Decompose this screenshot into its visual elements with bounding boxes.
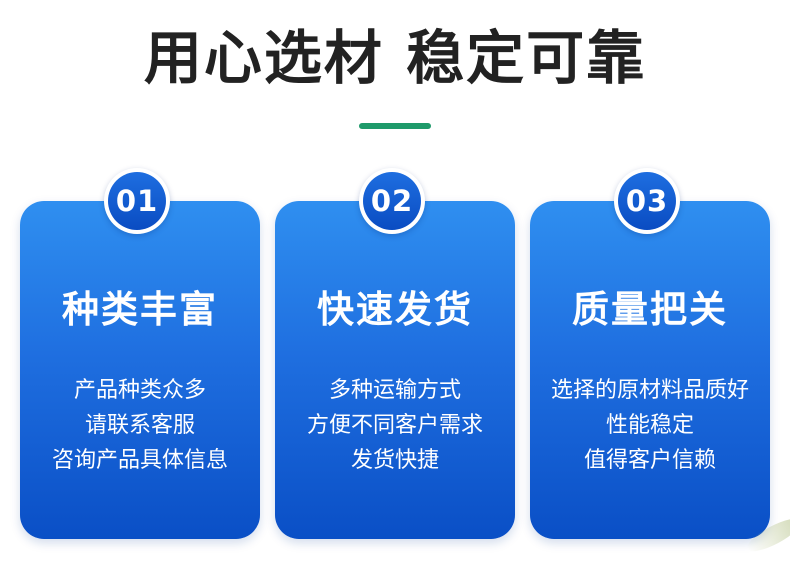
card-title: 种类丰富 bbox=[62, 288, 218, 331]
page-headline: 用心选材 稳定可靠 bbox=[143, 24, 647, 92]
card-description: 产品种类众多 请联系客服 咨询产品具体信息 bbox=[20, 373, 260, 478]
card-line: 发货快捷 bbox=[350, 448, 439, 473]
card-line: 产品种类众多 bbox=[73, 378, 206, 403]
card-description: 多种运输方式 方便不同客户需求 发货快捷 bbox=[275, 373, 515, 478]
feature-card-quality: 03 质量把关 选择的原材料品质好 性能稳定 值得客户信赖 bbox=[530, 168, 770, 539]
badge-number: 02 bbox=[363, 172, 421, 230]
number-badge: 03 bbox=[614, 168, 680, 234]
number-badge: 02 bbox=[359, 168, 425, 234]
feature-card-shipping: 02 快速发货 多种运输方式 方便不同客户需求 发货快捷 bbox=[275, 168, 515, 539]
badge-number: 01 bbox=[108, 172, 166, 230]
card-title: 快速发货 bbox=[317, 288, 473, 331]
badge-number: 03 bbox=[618, 172, 676, 230]
number-badge: 01 bbox=[104, 168, 170, 234]
card-line: 多种运输方式 bbox=[328, 378, 461, 403]
card-line: 值得客户信赖 bbox=[583, 448, 716, 473]
headline-divider bbox=[359, 123, 431, 129]
card-line: 咨询产品具体信息 bbox=[51, 448, 228, 473]
card-title: 质量把关 bbox=[572, 288, 728, 331]
card-line: 请联系客服 bbox=[84, 413, 195, 438]
card-line: 选择的原材料品质好 bbox=[550, 378, 749, 403]
feature-card-variety: 01 种类丰富 产品种类众多 请联系客服 咨询产品具体信息 bbox=[20, 168, 260, 539]
card-line: 性能稳定 bbox=[605, 413, 694, 438]
card-line: 方便不同客户需求 bbox=[306, 413, 483, 438]
card-description: 选择的原材料品质好 性能稳定 值得客户信赖 bbox=[530, 373, 770, 478]
